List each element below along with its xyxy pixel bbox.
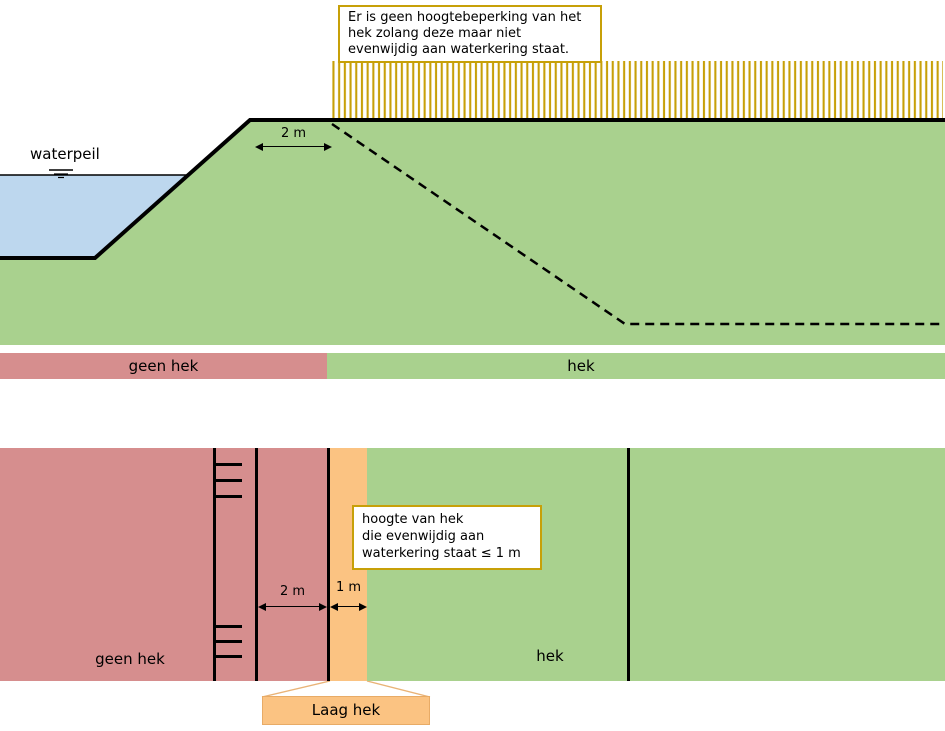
strip-width-arrow: [330, 602, 367, 611]
dike-profile-line: [0, 118, 945, 260]
arrow-shaft: [336, 605, 361, 608]
plan-crest-width-arrow: [258, 602, 327, 611]
zone-boundary-line: [327, 448, 330, 681]
hek-zone-inner-line: [627, 448, 630, 681]
crest-tick: [216, 640, 242, 643]
plan-geen-hek-label: geen hek: [95, 650, 165, 668]
crest-tick: [216, 479, 242, 482]
waterpeil-label: waterpeil: [30, 145, 100, 163]
zone-legend-strip: geen hek hek: [0, 353, 945, 379]
strip-width-label: 1 m: [335, 580, 362, 595]
crest-width-arrow: [255, 142, 332, 151]
arrow-shaft: [261, 145, 326, 148]
plan-hek-label: hek: [536, 647, 564, 665]
crest-tick: [216, 655, 242, 658]
crest-line-left: [213, 448, 216, 681]
hek-height-note-box: hoogte van hek die evenwijdig aan waterk…: [352, 505, 542, 570]
laag-hek-callout-box: Laag hek: [262, 696, 430, 725]
crest-tick: [216, 463, 242, 466]
legend-geen-hek-label: geen hek: [128, 357, 199, 375]
legend-hek-segment: hek: [327, 353, 945, 379]
cross-section-svg: [0, 61, 945, 345]
plan-crest-width-label: 2 m: [279, 584, 306, 599]
plan-view-diagram: 2 m 1 m geen hek hek hoogte van hek die …: [0, 448, 945, 681]
crest-line-right: [255, 448, 258, 681]
fence-zone-hatch: [332, 61, 943, 118]
crest-tick: [216, 625, 242, 628]
crest-tick: [216, 495, 242, 498]
terrain-dike-body: [0, 120, 945, 345]
top-note-box: Er is geen hoogtebeperking van het hek z…: [338, 5, 602, 63]
legend-hek-label: hek: [567, 357, 595, 375]
legend-geen-hek-segment: geen hek: [0, 353, 327, 379]
water-level-icon: [49, 169, 73, 179]
crest-width-label: 2 m: [280, 126, 307, 141]
water-body: [0, 175, 188, 258]
arrow-shaft: [264, 605, 321, 608]
geen-hek-zone: [0, 448, 330, 681]
laag-hek-callout-leader: [261, 681, 431, 697]
